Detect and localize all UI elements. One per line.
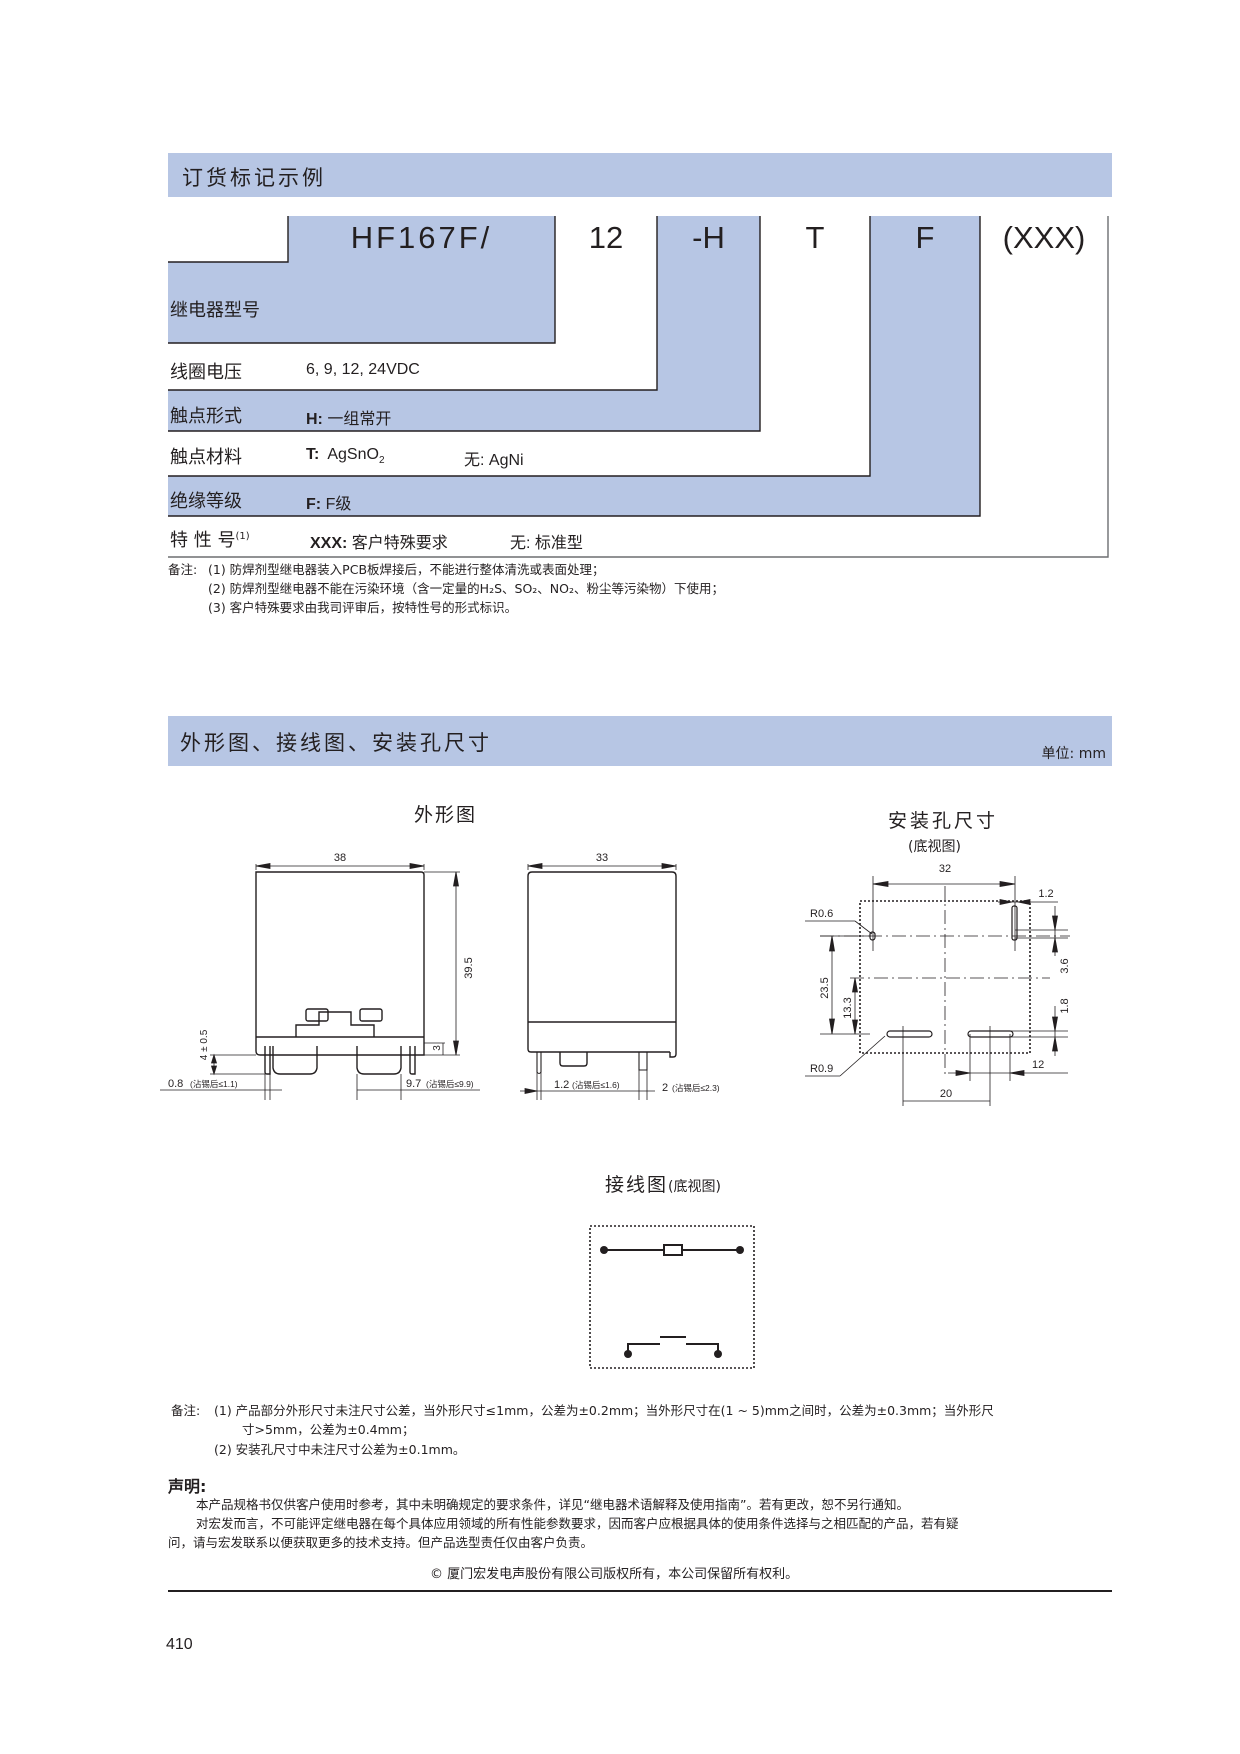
code-insulation: F: [915, 220, 935, 255]
copyright: © 厦门宏发电声股份有限公司版权所有，本公司保留所有权利。: [430, 1567, 799, 1582]
insulation-block: [870, 216, 980, 516]
dim-front-width: 38: [334, 852, 346, 864]
dimensions-section-title: 外形图、接线图、安装孔尺寸: [180, 731, 492, 755]
model-block-left: [168, 262, 288, 343]
dim-side-pin-a: 1.2: [554, 1079, 569, 1091]
text-special: 客户特殊要求: [351, 535, 448, 552]
dim-side-width: 33: [596, 852, 608, 864]
alt-text-special: 标准型: [534, 535, 583, 552]
model-block: [288, 216, 555, 343]
value-coil-voltage: 6, 9, 12, 24VDC: [306, 361, 420, 378]
unit-label: 单位: mm: [1041, 746, 1106, 762]
mounting-subtitle: (底视图): [908, 839, 961, 855]
dim-pin-length: 4 ± 0.5: [199, 1029, 210, 1060]
dimensions-notes-prefix: 备注:: [171, 1403, 201, 1418]
label-contact-form: 触点形式: [170, 406, 242, 427]
statement-line-2: 对宏发而言，不可能评定继电器在每个具体应用领域的所有性能参数要求，因而客户应根据…: [196, 1516, 959, 1531]
dim-pin-thickness: 0.8: [168, 1078, 183, 1090]
value-contact-form: H: 一组常开: [306, 405, 391, 429]
ordering-section-title: 订货标记示例: [182, 166, 326, 190]
dimensions-note-1-cont: 寸>5mm，公差为±0.4mm；: [242, 1422, 415, 1437]
code-coil-voltage: 12: [588, 220, 624, 255]
label-special: 特 性 号(1): [170, 526, 250, 552]
dim-pitch-y: 23.5: [819, 977, 831, 998]
dim-pitch-x: 32: [939, 863, 951, 875]
dim-side-pin-b: 2: [662, 1082, 668, 1094]
alt-key-special: 无:: [510, 535, 531, 552]
page-number: 410: [166, 1636, 193, 1653]
wiring-title-text: 接线图: [605, 1174, 669, 1196]
key-contact-material: T:: [306, 446, 320, 463]
front-view-drawing: 38 39.5 3 4 ± 0.5 0.8 (沾锡后≤1.1) 9.7 (沾锡后…: [160, 852, 480, 1100]
label-insulation: 绝缘等级: [170, 491, 242, 512]
mounting-title: 安装孔尺寸: [888, 810, 999, 832]
label-special-sup: (1): [235, 531, 250, 542]
wiring-subtitle: (底视图): [668, 1179, 721, 1195]
dim-radius-small: R0.6: [810, 908, 833, 920]
code-model: HF167F/: [350, 220, 493, 255]
text-insulation: F级: [325, 496, 352, 513]
dim-slot-pitch: 20: [940, 1088, 952, 1100]
dim-standoff: 3: [432, 1045, 443, 1051]
alt-key-contact-material: 无:: [464, 452, 485, 469]
value-special: XXX: 客户特殊要求: [310, 529, 448, 553]
label-contact-material: 触点材料: [170, 447, 242, 468]
key-insulation: F:: [306, 496, 322, 513]
key-special: XXX:: [310, 535, 348, 552]
dim-slot-span: 12: [1032, 1059, 1044, 1071]
wiring-diagram: [589, 1225, 755, 1369]
wiring-title: 接线图(底视图): [605, 1170, 721, 1197]
ordering-staircase-lines: [168, 216, 1109, 558]
dim-side-pin-a-note: (沾锡后≤1.6): [572, 1080, 620, 1090]
dim-pin-thickness-note: (沾锡后≤1.1): [190, 1079, 238, 1089]
text-contact-form: 一组常开: [327, 411, 392, 428]
dimensions-note-2: (2) 安装孔尺寸中未注尺寸公差为±0.1mm。: [214, 1442, 466, 1457]
text-contact-material: AgSnO: [327, 446, 379, 463]
code-contact-form: -H: [692, 220, 725, 255]
side-view-drawing: 33 1.2 (沾锡后≤1.6) 2 (沾锡后≤2.3): [520, 852, 720, 1100]
value-contact-material: T: AgSnO2: [306, 446, 385, 466]
dim-offset-y: 13.3: [842, 997, 854, 1018]
label-special-text: 特 性 号: [170, 530, 236, 551]
statement-line-1: 本产品规格书仅供客户使用时参考，其中未明确规定的要求条件，详见“继电器术语解释及…: [196, 1497, 909, 1512]
alt-text-contact-material: AgNi: [488, 452, 524, 469]
statement-title: 声明:: [168, 1477, 207, 1496]
ordering-notes-prefix: 备注:: [168, 562, 198, 577]
code-special: (XXX): [1002, 220, 1086, 255]
outline-title: 外形图: [414, 804, 478, 826]
ordering-note-2: (2) 防焊剂型继电器不能在污染环境（含一定量的H₂S、SO₂、NO₂、粉尘等污…: [208, 581, 725, 596]
subscript-2: 2: [378, 455, 385, 467]
dim-slot-length: 3.6: [1059, 958, 1071, 973]
ordering-note-3: (3) 客户特殊要求由我司评审后，按特性号的形式标识。: [208, 600, 518, 615]
dimensions-note-1: (1) 产品部分外形尺寸未注尺寸公差，当外形尺寸≤1mm，公差为±0.2mm；当…: [214, 1403, 994, 1418]
code-contact-material: T: [805, 220, 825, 255]
ordering-section-header: 订货标记示例: [168, 153, 1112, 197]
alt-contact-material: 无: AgNi: [464, 446, 524, 470]
footer-rule: [168, 1590, 1112, 1592]
value-insulation: F: F级: [306, 490, 351, 514]
dim-radius-large: R0.9: [810, 1063, 833, 1075]
wiring-terminal-dots: [600, 1246, 744, 1358]
dim-slot-width-2: 1.8: [1059, 998, 1071, 1013]
dimensions-section-header: 外形图、接线图、安装孔尺寸 单位: mm: [168, 716, 1112, 766]
mounting-hole-drawing: 32 1.2 R0.6 R0.9 23.5 13.3 3.6 1.8 12 20: [805, 863, 1071, 1106]
dim-pin-width-note: (沾锡后≤9.9): [426, 1079, 474, 1089]
dim-slot-width: 1.2: [1038, 888, 1053, 900]
key-contact-form: H:: [306, 411, 323, 428]
label-coil-voltage: 线圈电压: [170, 362, 242, 383]
ordering-note-1: (1) 防焊剂型继电器装入PCB板焊接后，不能进行整体清洗或表面处理；: [208, 562, 605, 577]
contact-form-row: [168, 390, 760, 431]
dim-front-height: 39.5: [463, 957, 475, 978]
dim-pin-width: 9.7: [406, 1078, 421, 1090]
statement-line-3: 问，请与宏发联系以便获取更多的技术支持。但产品选型责任仅由客户负责。: [168, 1535, 594, 1550]
insulation-row: [168, 476, 980, 516]
alt-special: 无: 标准型: [510, 529, 583, 553]
label-relay-model: 继电器型号: [170, 300, 260, 321]
dim-side-pin-b-note: (沾锡后≤2.3): [672, 1083, 720, 1093]
